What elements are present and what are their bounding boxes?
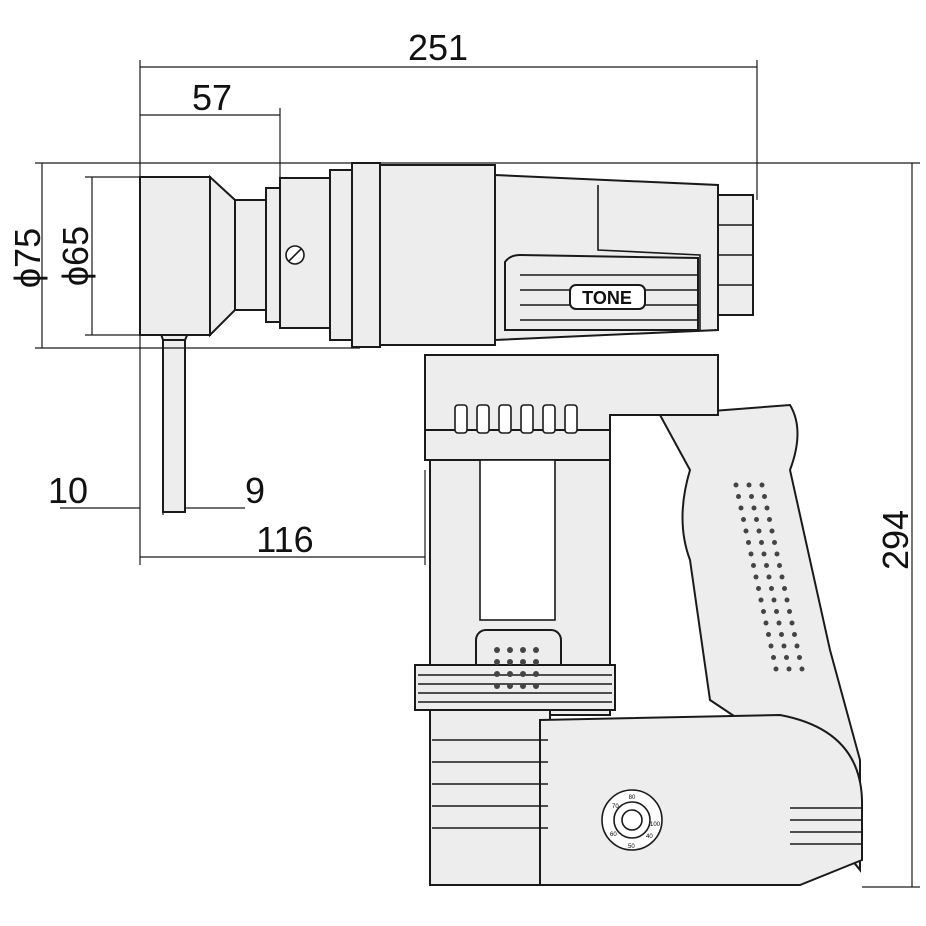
grip-dot bbox=[507, 647, 513, 653]
grip-dot bbox=[776, 620, 782, 626]
grip-dot bbox=[746, 540, 751, 545]
grip-dot bbox=[494, 683, 500, 689]
grip-dot bbox=[751, 563, 756, 568]
grip-dot bbox=[772, 540, 777, 545]
grip-dot bbox=[789, 620, 795, 626]
grip-dot bbox=[799, 666, 805, 672]
grip-dot bbox=[767, 517, 772, 522]
grip-dot bbox=[766, 632, 771, 637]
grip-dot bbox=[494, 659, 500, 665]
grip-dot bbox=[520, 683, 526, 689]
grip-dot bbox=[782, 586, 787, 591]
grip-dot bbox=[748, 551, 754, 557]
reaction-arm bbox=[155, 321, 195, 513]
grip-dot bbox=[774, 609, 779, 614]
grip-dot bbox=[761, 551, 767, 557]
grip-dot bbox=[779, 632, 784, 637]
tool-body: 80 70 60 50 40 100 bbox=[414, 354, 863, 886]
grip-dot bbox=[507, 671, 513, 677]
grip-dot bbox=[769, 528, 775, 534]
grip-dot bbox=[771, 655, 776, 660]
grip-dot bbox=[533, 647, 539, 653]
grip-dot bbox=[764, 505, 770, 511]
grip-dot bbox=[741, 517, 746, 522]
grip-dot bbox=[533, 659, 539, 665]
grip-dot bbox=[797, 655, 802, 660]
grip-dot bbox=[520, 647, 526, 653]
dimension-lines bbox=[35, 60, 920, 888]
grip-dot bbox=[753, 574, 759, 580]
speed-dial[interactable] bbox=[601, 789, 663, 851]
grip-dot bbox=[733, 482, 739, 488]
tone-logo-text: TONE bbox=[582, 288, 632, 308]
grip-dot bbox=[792, 632, 797, 637]
grip-dot bbox=[784, 597, 790, 603]
grip-dot bbox=[736, 494, 741, 499]
grip-dot bbox=[781, 643, 787, 649]
grip-dot bbox=[759, 482, 765, 488]
dim-outer-diameter: ϕ75 bbox=[7, 228, 48, 288]
dial-label: 40 bbox=[646, 834, 653, 840]
grip-dot bbox=[774, 551, 780, 557]
grip-dot bbox=[743, 528, 749, 534]
dial-label: 70 bbox=[612, 804, 619, 810]
dim-head-length: 57 bbox=[192, 77, 232, 118]
grip-dot bbox=[794, 643, 800, 649]
grip-dot bbox=[768, 643, 774, 649]
grip-dot bbox=[494, 671, 500, 677]
gear-housing: TONE bbox=[494, 173, 754, 342]
grip-dot bbox=[777, 563, 782, 568]
grip-dot bbox=[758, 597, 764, 603]
dim-arm-offset: 10 bbox=[48, 470, 88, 511]
socket-head bbox=[139, 162, 496, 348]
grip-dot bbox=[507, 683, 513, 689]
grip-dot bbox=[759, 540, 764, 545]
grip-dot bbox=[769, 586, 774, 591]
grip-dot bbox=[756, 586, 761, 591]
dim-overall-length: 251 bbox=[408, 27, 468, 68]
dim-grip-distance: 116 bbox=[256, 519, 313, 560]
grip-dot bbox=[533, 671, 539, 677]
grip-dot bbox=[787, 609, 792, 614]
grip-dot bbox=[786, 666, 792, 672]
vent-slot bbox=[542, 404, 556, 434]
dial-label: 60 bbox=[610, 832, 617, 838]
vent-slot bbox=[520, 404, 534, 434]
grip-dot bbox=[763, 620, 769, 626]
grip-dot bbox=[773, 666, 779, 672]
vent-slot bbox=[498, 404, 512, 434]
dim-inner-diameter: ϕ65 bbox=[55, 226, 96, 286]
dial-label: 50 bbox=[628, 844, 635, 850]
grip-dot bbox=[754, 517, 759, 522]
grip-dot bbox=[507, 659, 513, 665]
grip-dot bbox=[756, 528, 762, 534]
grip-dot bbox=[749, 494, 754, 499]
grip-dot bbox=[738, 505, 744, 511]
grip-dot bbox=[762, 494, 767, 499]
dial-label: 100 bbox=[650, 822, 661, 828]
dim-overall-height: 294 bbox=[875, 510, 916, 570]
vent-slot bbox=[454, 404, 468, 434]
grip-dot bbox=[771, 597, 777, 603]
grip-dot bbox=[779, 574, 785, 580]
vent-slot bbox=[476, 404, 490, 434]
dim-arm-width: 9 bbox=[245, 470, 265, 511]
grip-dot bbox=[746, 482, 752, 488]
grip-dot bbox=[751, 505, 757, 511]
dial-label: 80 bbox=[629, 795, 636, 801]
grip-dot bbox=[520, 671, 526, 677]
grip-dot bbox=[764, 563, 769, 568]
grip-dot bbox=[533, 683, 539, 689]
grip-dot bbox=[494, 647, 500, 653]
tone-logo bbox=[569, 284, 646, 310]
grip-dot bbox=[520, 659, 526, 665]
vent-slot bbox=[564, 404, 578, 434]
grip-dot bbox=[784, 655, 789, 660]
grip-dot bbox=[766, 574, 772, 580]
grip-dot bbox=[761, 609, 766, 614]
